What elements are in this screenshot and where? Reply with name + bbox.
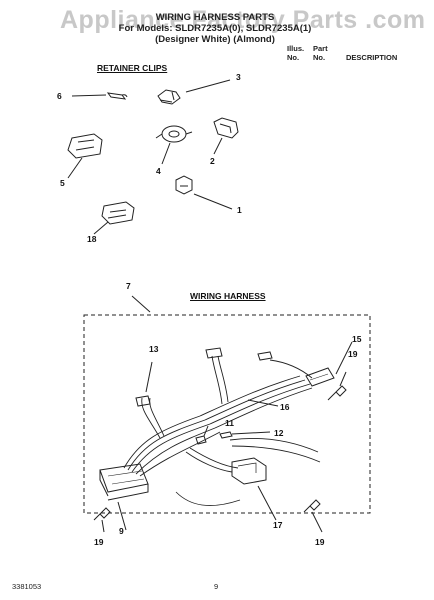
callout-17: 17	[273, 520, 283, 530]
title-line-1: WIRING HARNESS PARTS	[155, 12, 275, 23]
retainer-clips-label: RETAINER CLIPS	[97, 63, 168, 73]
page-number: 9	[214, 582, 219, 591]
callout-3: 3	[236, 72, 241, 82]
part-5-clip	[67, 133, 103, 179]
col-illus-header: Illus. No.	[287, 44, 305, 62]
callout-11: 11	[225, 418, 234, 428]
harness-frame	[83, 314, 371, 514]
top-small-connector	[135, 347, 273, 407]
col-description-header: DESCRIPTION	[346, 53, 398, 62]
harness-wires	[123, 355, 321, 477]
page-title: WIRING HARNESS PARTS For Models: SLDR723…	[110, 12, 320, 45]
part-17-relay	[231, 457, 277, 521]
part-2-clip	[213, 117, 239, 155]
callout-19-left: 19	[94, 537, 104, 547]
callout-12: 12	[274, 428, 284, 438]
title-line-2: For Models: SLDR7235A(0), SLDR7235A(1)	[118, 23, 312, 34]
part-1-clip	[175, 175, 233, 210]
part-4-clip	[155, 125, 193, 165]
part-18-clip	[93, 201, 135, 235]
callout-6: 6	[57, 91, 62, 101]
callout-9: 9	[119, 526, 124, 536]
callout-13: 13	[149, 344, 159, 354]
callout-1: 1	[237, 205, 242, 215]
part-9-connector	[99, 463, 149, 531]
part-15-connector	[305, 341, 353, 387]
watermark: Appliance Factory Parts .com	[60, 6, 426, 34]
callout-15: 15	[352, 334, 362, 344]
document-number: 3381053	[12, 582, 42, 591]
part-19-terminal-right	[327, 371, 347, 401]
callout-5: 5	[60, 178, 65, 188]
callout-18: 18	[87, 234, 97, 244]
title-line-3: (Designer White) (Almond)	[155, 34, 275, 45]
col-part-header: Part No.	[313, 44, 328, 62]
callout-7: 7	[126, 281, 131, 291]
callout-19-right: 19	[348, 349, 358, 359]
callout-2: 2	[210, 156, 215, 166]
part-19-terminal-left	[93, 507, 111, 533]
part-19-terminal-bottom	[303, 499, 323, 533]
wiring-harness-label: WIRING HARNESS	[190, 291, 266, 301]
callout-4: 4	[156, 166, 161, 176]
part-6-clip	[71, 92, 128, 100]
part-12-terminal	[219, 431, 271, 439]
part-3-clip	[157, 79, 231, 105]
callout-16: 16	[280, 402, 290, 412]
callout-19-bottom: 19	[315, 537, 325, 547]
part-11-terminal	[195, 425, 209, 445]
